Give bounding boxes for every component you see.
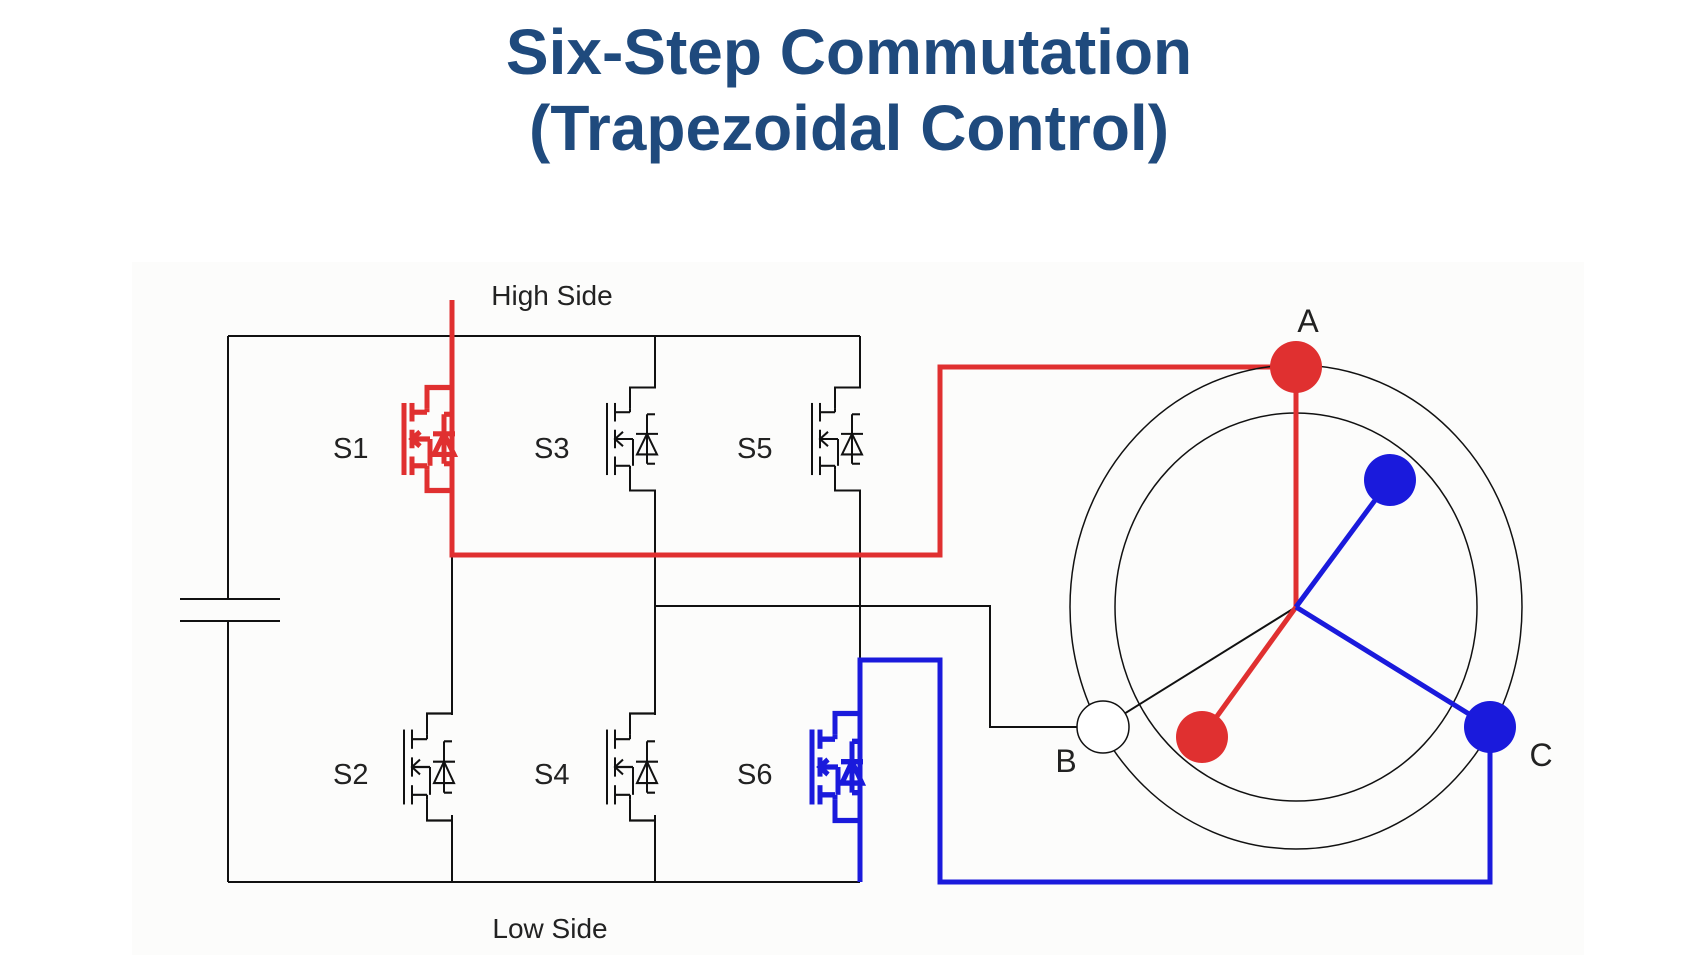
switch-s4-label: S4 bbox=[534, 759, 569, 791]
switch-s6-label: S6 bbox=[737, 759, 772, 791]
switch-s4 bbox=[605, 658, 660, 876]
winding-a-return bbox=[1199, 605, 1299, 739]
switch-s1 bbox=[404, 336, 455, 542]
winding-c bbox=[1294, 604, 1492, 730]
switch-s5-label: S5 bbox=[737, 433, 772, 465]
switch-s5 bbox=[810, 334, 865, 544]
title-line-1: Six-Step Commutation bbox=[505, 16, 1193, 88]
low-side-label: Low Side bbox=[492, 913, 607, 944]
title-line-2: (Trapezoidal Control) bbox=[529, 92, 1169, 164]
current-path-high bbox=[449, 300, 1296, 558]
phase-c-label: C bbox=[1529, 737, 1552, 773]
rotor-pole-red bbox=[1176, 711, 1228, 763]
page-title: Six-Step Commutation (Trapezoidal Contro… bbox=[0, 14, 1698, 166]
terminal-c bbox=[1464, 701, 1516, 753]
terminal-a bbox=[1270, 341, 1322, 393]
bridge-wiring bbox=[451, 336, 1083, 882]
rotor-pole-blue bbox=[1364, 454, 1416, 506]
switch-s2-label: S2 bbox=[333, 759, 368, 791]
switch-s6 bbox=[812, 660, 863, 874]
switch-s1-label: S1 bbox=[333, 433, 368, 465]
phase-a-label: A bbox=[1297, 303, 1319, 339]
switch-s2 bbox=[402, 658, 457, 876]
winding-b bbox=[1102, 606, 1297, 728]
switch-s3-label: S3 bbox=[534, 433, 569, 465]
switch-s3 bbox=[605, 334, 660, 544]
dc-link bbox=[180, 335, 860, 883]
terminal-b bbox=[1076, 700, 1130, 754]
current-path-low bbox=[857, 657, 1493, 885]
winding-c-return bbox=[1293, 478, 1393, 609]
high-side-label: High Side bbox=[491, 280, 612, 311]
phase-b-label: B bbox=[1055, 743, 1076, 779]
